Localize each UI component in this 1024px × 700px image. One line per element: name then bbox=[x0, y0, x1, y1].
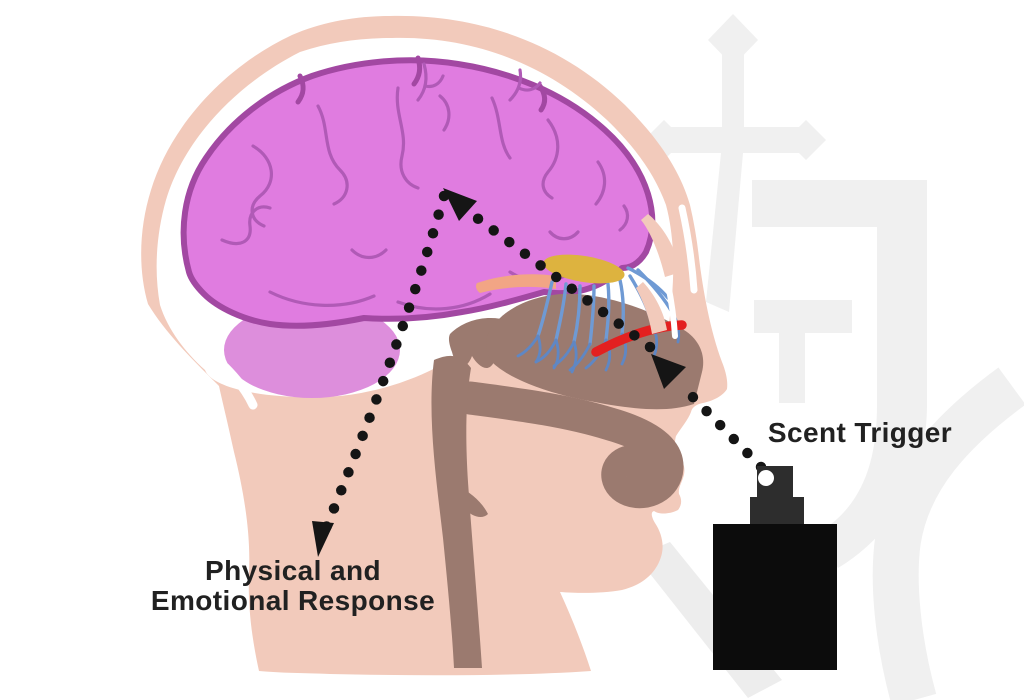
sword-monogram-watermark bbox=[636, 14, 1024, 700]
nape-highlight bbox=[220, 362, 258, 410]
nasal-turbinate-swirl bbox=[453, 381, 684, 509]
watermark-j-hook bbox=[818, 405, 927, 568]
watermark-pommel bbox=[708, 14, 758, 66]
brain-lobe-notches bbox=[295, 55, 548, 113]
watermark-blade bbox=[706, 153, 743, 312]
bridge-slit bbox=[665, 281, 678, 339]
response-label-line1: Physical and bbox=[204, 555, 381, 586]
brain-shape bbox=[180, 57, 656, 329]
white-contour-slits bbox=[220, 204, 698, 410]
watermark-bar-small bbox=[779, 333, 805, 403]
olfactory-bulb bbox=[543, 254, 625, 284]
brow-bridge-pieces bbox=[636, 214, 681, 334]
arrowheads bbox=[312, 188, 686, 557]
arrowhead-at-response bbox=[312, 521, 334, 557]
spray-bottle-icon bbox=[713, 466, 837, 670]
response-label: Physical and Emotional Response bbox=[151, 556, 435, 616]
brain bbox=[180, 55, 656, 329]
response-label-line2: Emotional Response bbox=[150, 585, 436, 616]
arrow-brain-to-response bbox=[320, 190, 450, 534]
arrowhead-at-brain bbox=[443, 188, 477, 221]
nose-bridge-piece bbox=[636, 282, 667, 334]
watermark-bar-right bbox=[877, 227, 927, 405]
bottle-cap bbox=[750, 497, 804, 525]
watermark-guard-diamond-right bbox=[786, 120, 826, 160]
orbital-stripe bbox=[476, 274, 556, 293]
pharynx-column bbox=[431, 355, 482, 668]
forehead-slit bbox=[678, 204, 698, 294]
watermark-bar-top bbox=[752, 180, 927, 227]
scent-trigger-label: Scent Trigger bbox=[767, 417, 953, 448]
watermark-bar-mid bbox=[754, 300, 852, 333]
watermark-arc bbox=[872, 367, 1024, 700]
arrow-nose-to-brain bbox=[467, 209, 656, 353]
bottle-body bbox=[713, 524, 837, 670]
nozzle-hole bbox=[758, 470, 774, 486]
watermark-crossguard bbox=[664, 127, 804, 153]
brow-ridge-piece bbox=[641, 214, 681, 277]
dotted-arrow-lines bbox=[320, 190, 767, 534]
pathway-arrows bbox=[312, 188, 767, 557]
arrow-bottle-to-nose bbox=[680, 384, 767, 473]
arrowhead-at-epithelium bbox=[651, 354, 686, 389]
watermark-handle bbox=[722, 50, 744, 136]
